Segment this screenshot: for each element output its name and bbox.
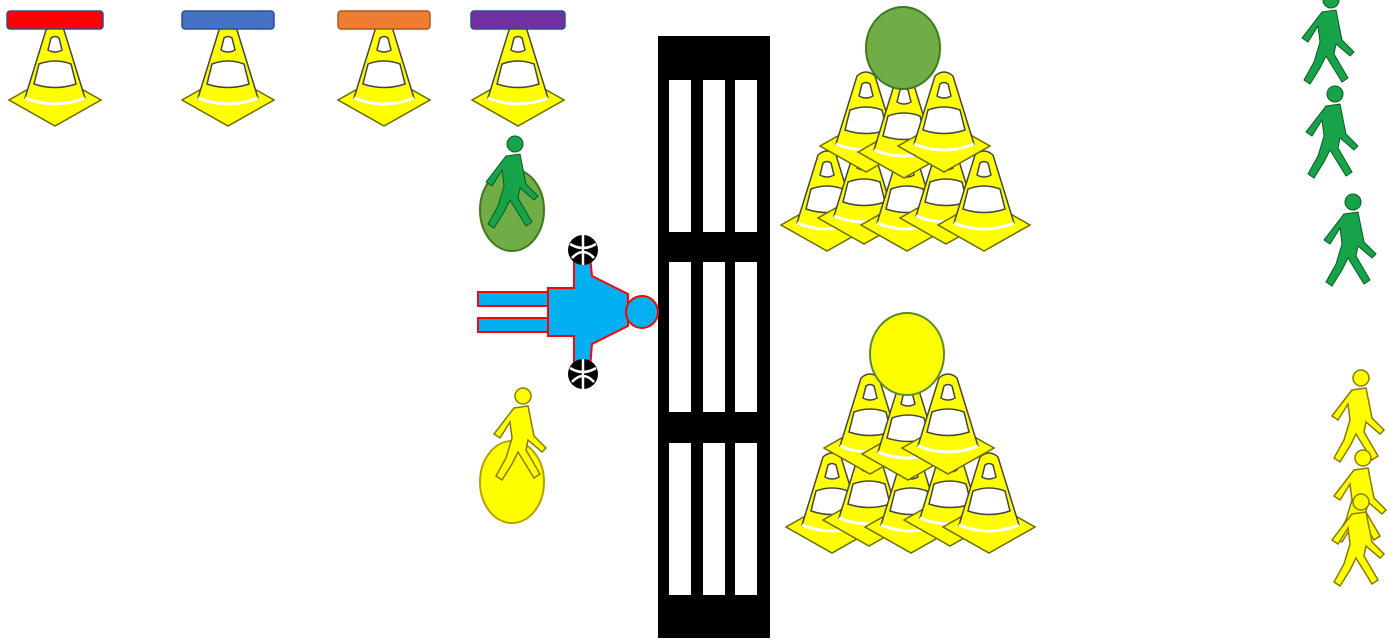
walking-person-icon <box>1305 85 1359 179</box>
volleyball-icon <box>568 359 598 389</box>
walking-person-icon <box>1331 369 1385 463</box>
player-top-view-icon <box>477 235 659 389</box>
cone-pyramid-yellow <box>784 312 1037 555</box>
green-queue <box>1301 0 1377 287</box>
volleyball-icon <box>568 235 598 265</box>
yellow-ball-icon <box>869 312 945 396</box>
walking-person-icon <box>1301 0 1355 85</box>
cone-cap-red <box>6 10 104 30</box>
traffic-cone-icon <box>180 10 276 128</box>
traffic-cone-icon <box>470 10 566 128</box>
traffic-cone-icon <box>6 10 104 128</box>
cone-cap-purple <box>470 10 566 30</box>
yellow-queue <box>1331 369 1387 587</box>
cone-cap-blue <box>181 10 275 30</box>
green-ball-icon <box>865 6 941 90</box>
cone-pyramid-icon <box>784 372 1037 555</box>
cone-cap-orange <box>337 10 431 30</box>
volleyball-net-icon <box>658 36 770 638</box>
green-player-with-ball <box>479 135 545 252</box>
cone-pyramid-icon <box>779 70 1032 253</box>
yellow-player-with-ball <box>479 387 547 524</box>
walking-person-icon <box>1323 193 1377 287</box>
traffic-cone-icon <box>336 10 432 128</box>
top-cone-row <box>6 10 566 128</box>
cone-pyramid-green <box>779 6 1032 253</box>
